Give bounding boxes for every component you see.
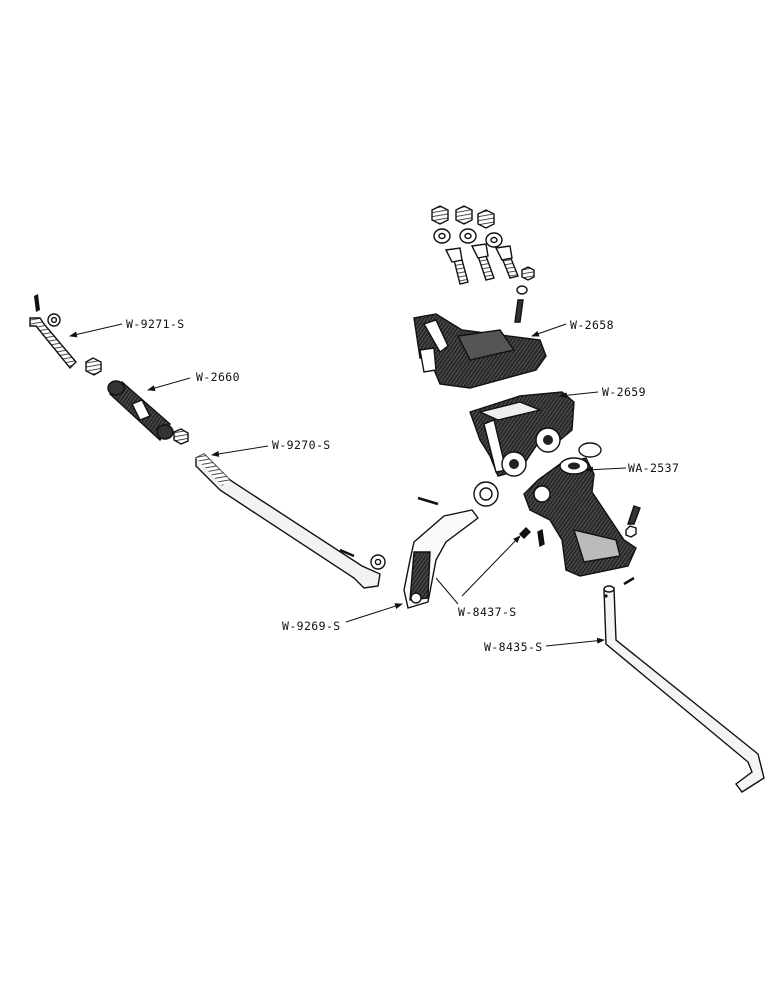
callout-w9270s: W-9270-S [272, 438, 331, 452]
bolt [494, 245, 519, 279]
turnbuckle-w2660 [107, 380, 189, 445]
callout-w9269s: W-9269-S [282, 619, 341, 633]
housing-w2659 [469, 391, 602, 477]
callout-w2658: W-2658 [570, 318, 614, 332]
leader-lines [69, 323, 627, 647]
bolt [625, 505, 641, 538]
callout-w2659: W-2659 [602, 385, 646, 399]
bolt [444, 247, 469, 285]
cast-arm-wa2537 [523, 457, 637, 577]
bolt [514, 299, 524, 323]
hex-nut [431, 205, 449, 225]
callout-labels: W-9271-S W-2660 W-9270-S W-2658 W-2659 W… [126, 317, 679, 654]
hex-nut [477, 209, 495, 229]
bolt-set-top [431, 205, 535, 323]
callout-w8435s: W-8435-S [484, 640, 543, 654]
washer [516, 285, 528, 295]
washer [578, 442, 602, 458]
rod-w9270s [195, 453, 386, 589]
crank-w9269s [403, 496, 479, 609]
pin [537, 528, 545, 548]
callout-w8437s: W-8437-S [458, 605, 517, 619]
pin [519, 527, 531, 539]
bracket-w2658 [413, 313, 547, 389]
rod-w8435s [603, 576, 765, 793]
eye-bolt-w9271s [29, 294, 102, 376]
callout-w2660: W-2660 [196, 370, 240, 384]
hex-nut [521, 266, 535, 281]
callout-wa2537: WA-2537 [628, 461, 679, 475]
callout-w9271s: W-9271-S [126, 317, 185, 331]
bolt [470, 243, 495, 281]
hex-nut [455, 205, 473, 225]
washer [473, 481, 499, 507]
